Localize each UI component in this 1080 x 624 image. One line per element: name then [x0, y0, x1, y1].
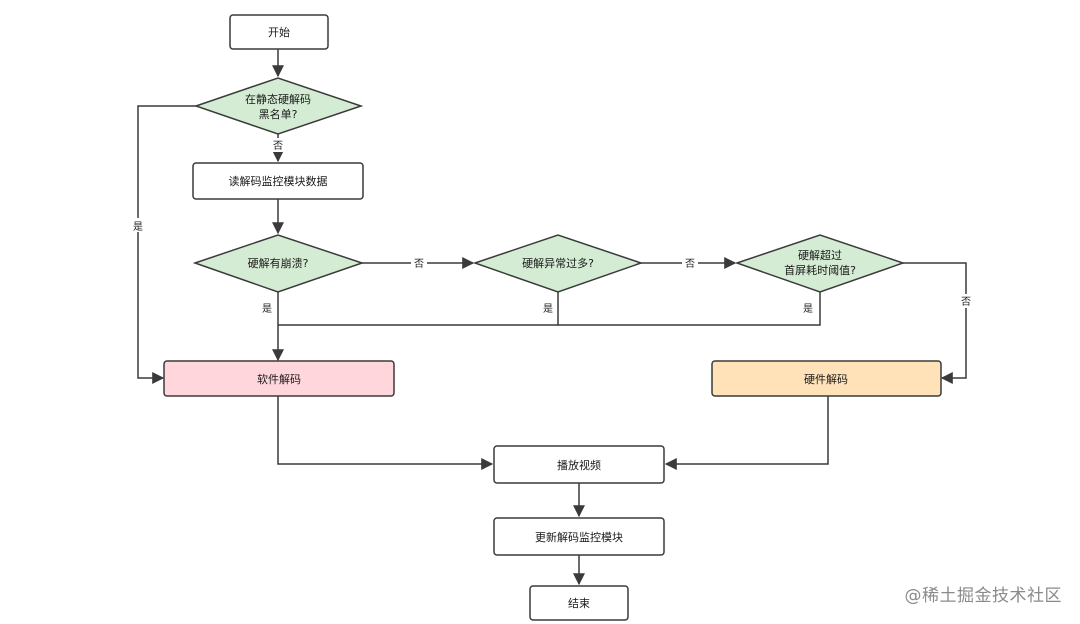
edge-blacklist-yes-to-software [137, 105, 196, 384]
abnormal-decision: 硬解异常过多? [472, 234, 644, 293]
blacklist-decision: 在静态硬解码 黑名单? [193, 77, 364, 135]
hardware-decode-node: 硬件解码 [711, 360, 942, 397]
play-video-label: 播放视频 [557, 458, 601, 472]
update-monitor-label: 更新解码监控模块 [535, 530, 623, 544]
label-timeout-no: 否 [961, 296, 971, 308]
end-node: 结束 [529, 585, 629, 621]
update-monitor-node: 更新解码监控模块 [493, 517, 665, 556]
edge-hardware-to-play [664, 396, 829, 470]
label-blacklist-no: 否 [273, 140, 283, 152]
crash-label: 硬解有崩溃? [248, 256, 309, 270]
watermark: @稀土掘金技术社区 [904, 586, 1062, 606]
label-crash-yes: 是 [262, 303, 272, 315]
start-node: 开始 [229, 14, 329, 50]
blacklist-label-line2: 黑名单? [259, 107, 298, 121]
label-abnormal-yes: 是 [543, 303, 553, 315]
timeout-label-line2: 首屏耗时阈值? [784, 263, 856, 277]
play-video-node: 播放视频 [493, 445, 665, 484]
read-data-node: 读解码监控模块数据 [192, 162, 364, 200]
blacklist-label-line1: 在静态硬解码 [245, 92, 311, 106]
software-decode-node: 软件解码 [163, 360, 395, 397]
timeout-decision: 硬解超过 首屏耗时阈值? [734, 234, 906, 293]
hardware-decode-label: 硬件解码 [804, 372, 848, 386]
edge-software-to-play [277, 396, 494, 470]
read-data-label: 读解码监控模块数据 [229, 174, 328, 188]
crash-decision: 硬解有崩溃? [192, 234, 365, 293]
label-blacklist-yes: 是 [133, 221, 143, 233]
end-label: 结束 [568, 597, 590, 610]
label-crash-no: 否 [414, 258, 424, 270]
timeout-label-line1: 硬解超过 [798, 248, 842, 262]
edge-abnormal-yes [278, 292, 559, 326]
start-label: 开始 [268, 25, 290, 39]
label-abnormal-no: 否 [685, 258, 695, 270]
abnormal-label: 硬解异常过多? [522, 256, 594, 270]
edge-timeout-no-to-hardware [903, 262, 967, 384]
edge-timeout-yes [558, 292, 821, 326]
label-timeout-yes: 是 [803, 303, 813, 315]
software-decode-label: 软件解码 [257, 372, 301, 386]
